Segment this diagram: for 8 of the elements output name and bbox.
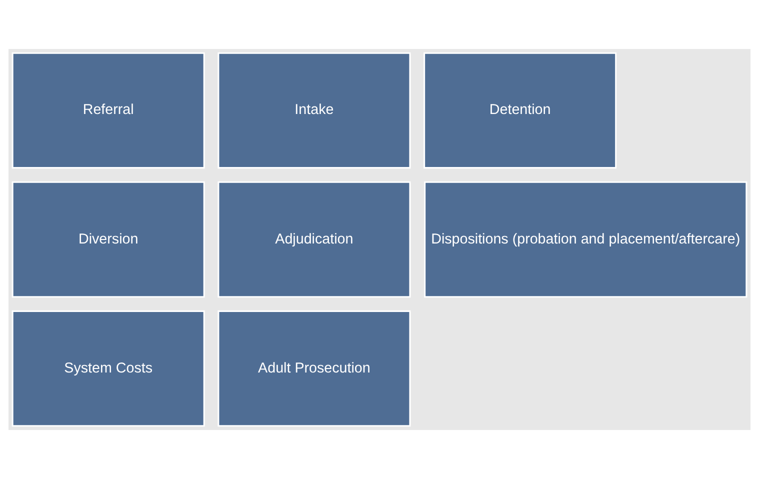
node-box: Intake xyxy=(218,52,411,168)
node-box: Diversion xyxy=(12,180,205,298)
node-box: Referral xyxy=(12,52,205,168)
node-box: Detention xyxy=(424,52,617,168)
node-box: Dispositions (probation and placement/aftercare) xyxy=(424,180,748,298)
node-box: System Costs xyxy=(12,310,205,426)
node-box: Adult Prosecution xyxy=(218,310,411,426)
node-box: Adjudication xyxy=(218,180,411,298)
